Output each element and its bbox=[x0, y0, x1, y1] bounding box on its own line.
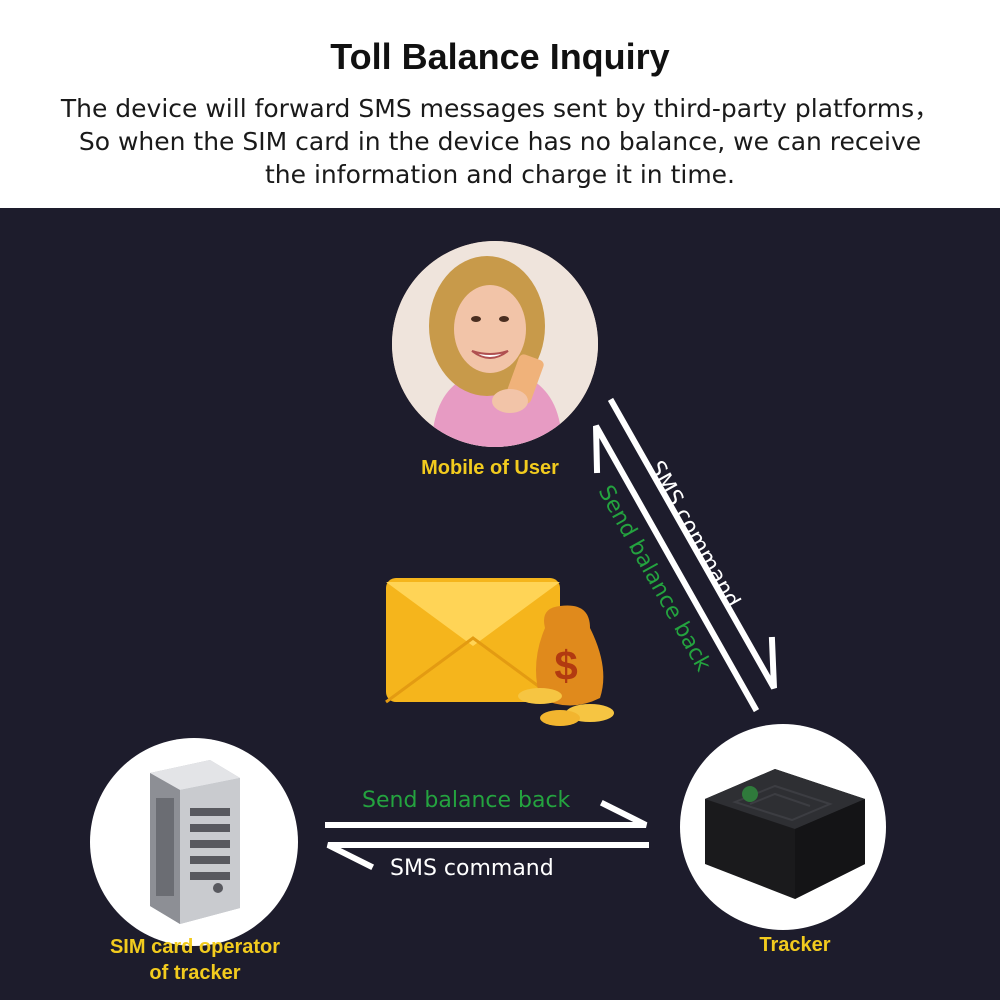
diagram-arrows: $ bbox=[0, 208, 1000, 1000]
svg-text:$: $ bbox=[554, 642, 577, 689]
header: Toll Balance Inquiry The device will for… bbox=[0, 0, 1000, 208]
page-title: Toll Balance Inquiry bbox=[0, 36, 1000, 78]
diagram-panel: Mobile of User SIM card operator bbox=[0, 208, 1000, 1000]
flow-label-sms-command-operator: SMS command bbox=[390, 856, 554, 881]
description-line: The device will forward SMS messages sen… bbox=[0, 92, 1000, 125]
description-line: So when the SIM card in the device has n… bbox=[0, 125, 1000, 158]
arrow-tracker-to-user bbox=[596, 426, 755, 708]
envelope-money-bag-icon: $ bbox=[386, 578, 614, 726]
description: The device will forward SMS messages sen… bbox=[0, 92, 1000, 191]
flow-label-send-balance-operator: Send balance back bbox=[362, 788, 570, 813]
description-line: the information and charge it in time. bbox=[0, 158, 1000, 191]
